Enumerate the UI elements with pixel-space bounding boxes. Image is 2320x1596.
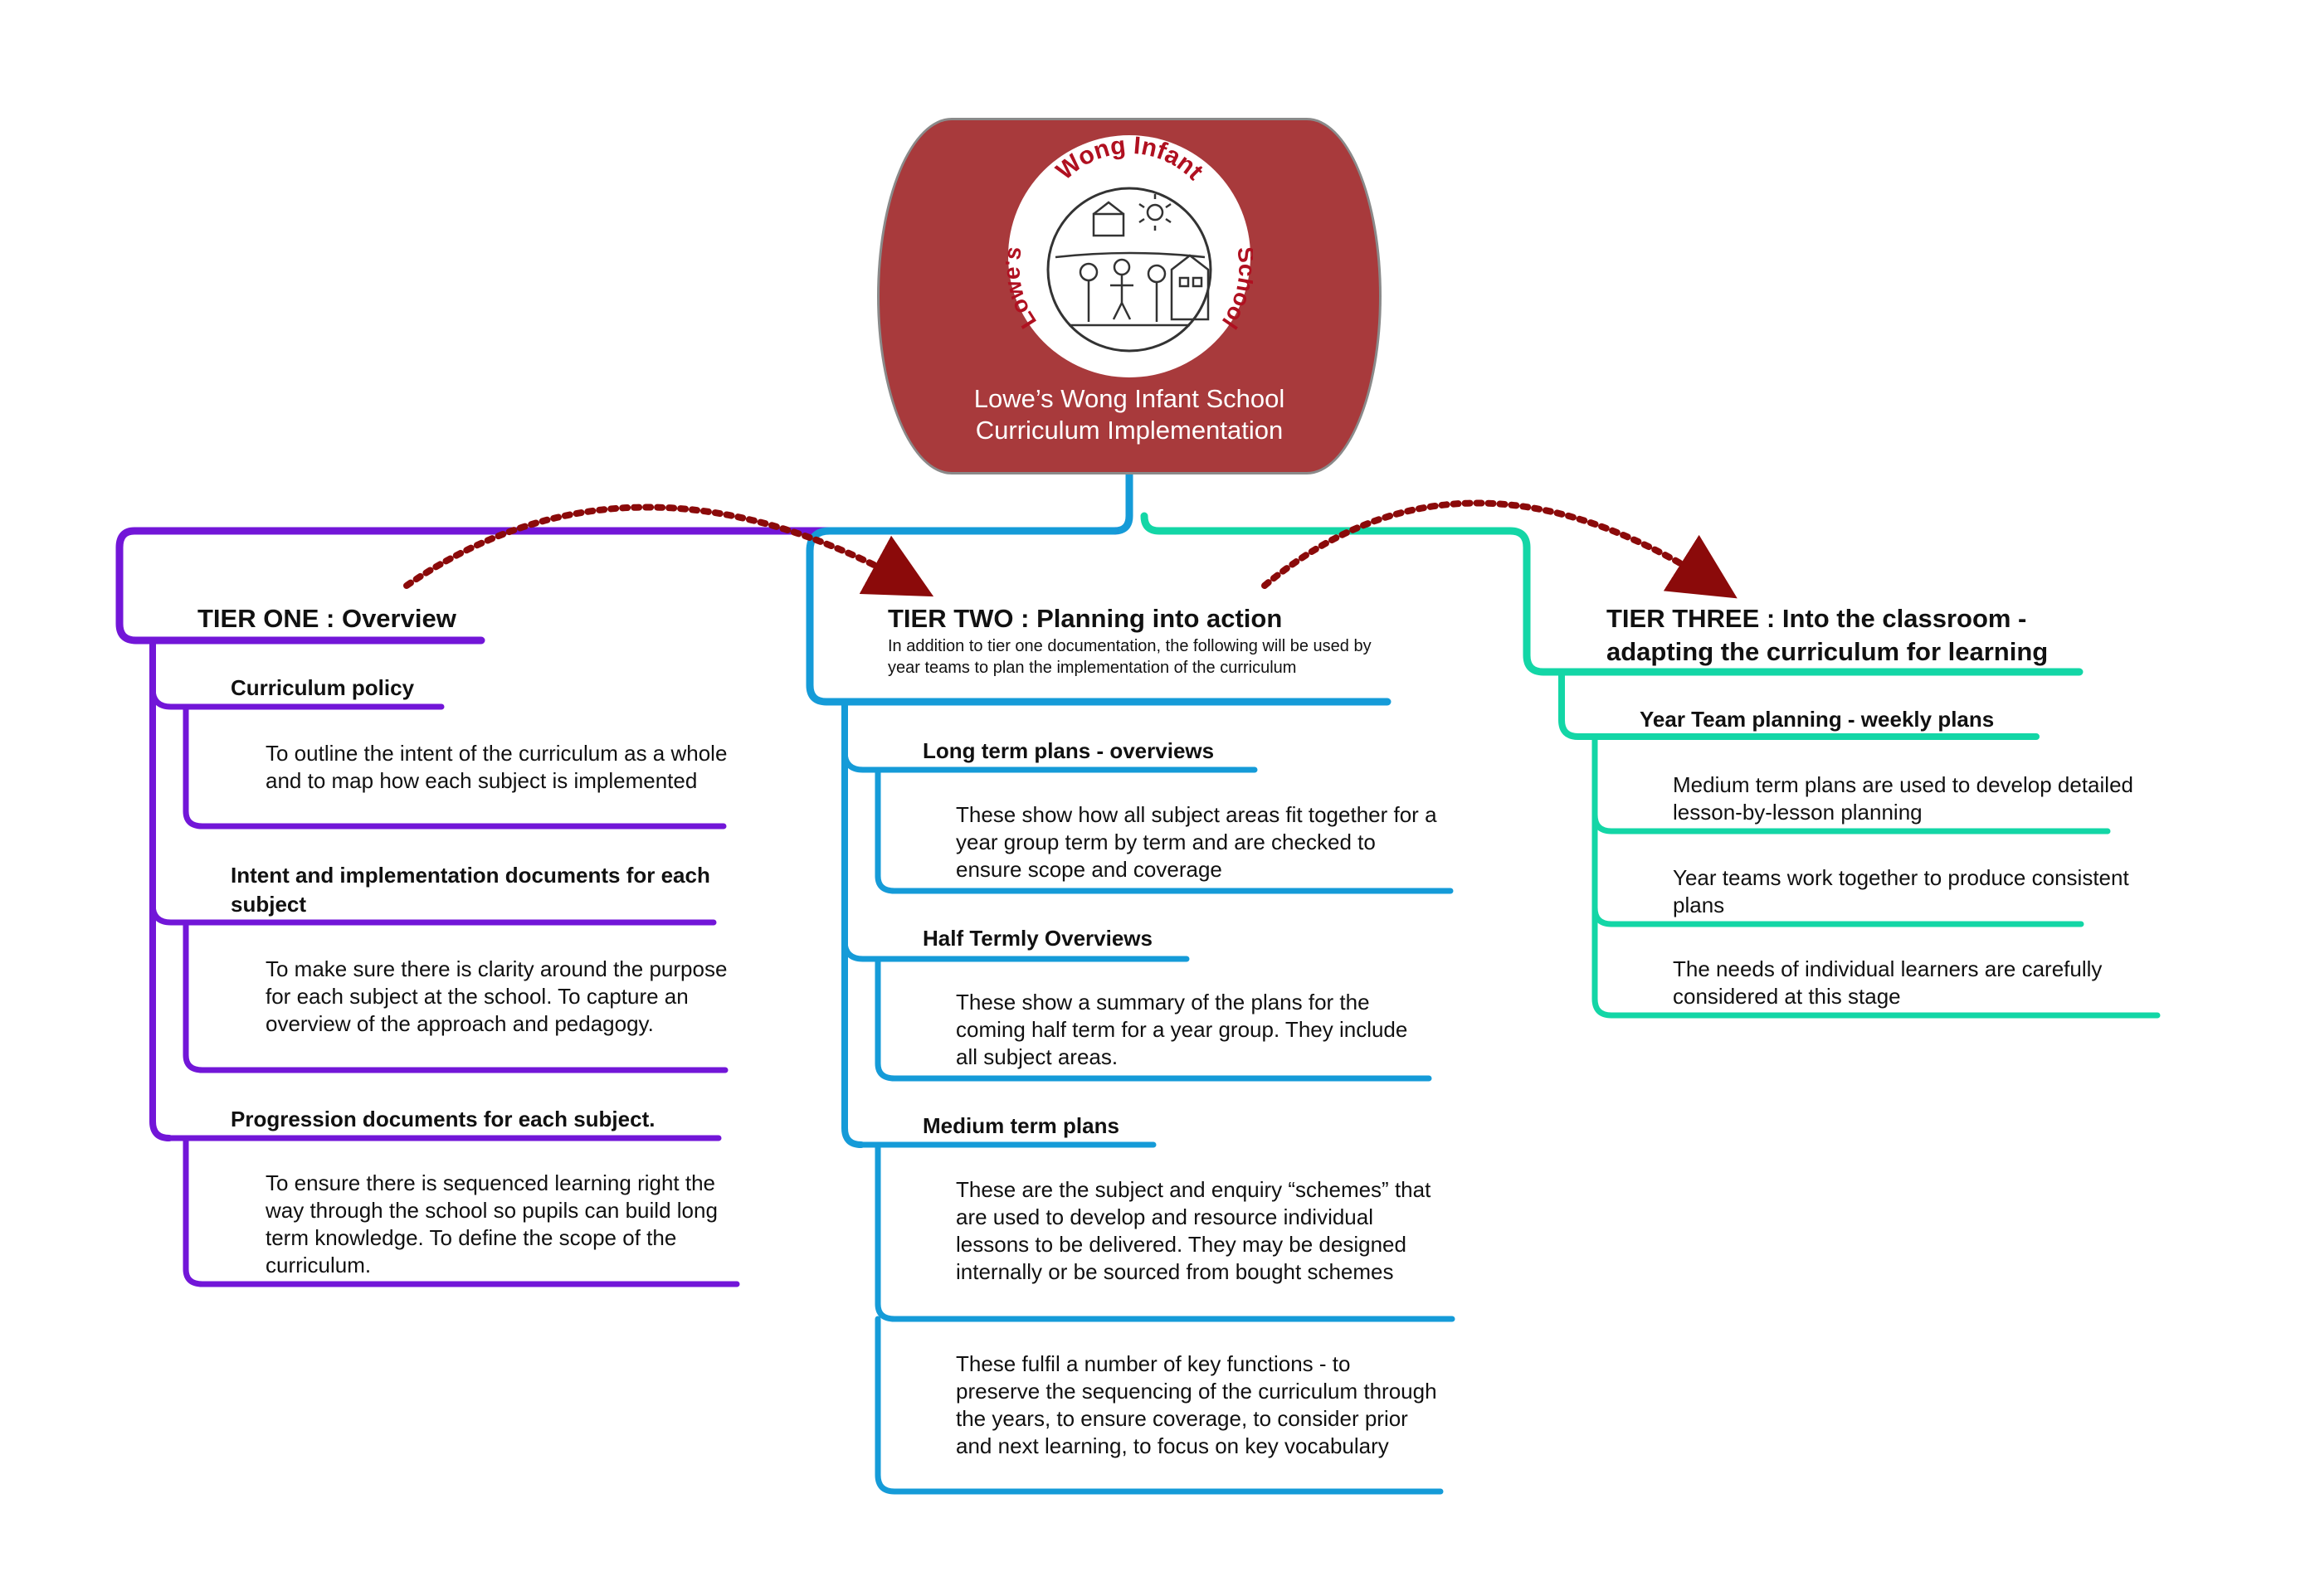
t2-heading2-line <box>841 937 1190 962</box>
t2-heading1-line <box>841 748 1258 773</box>
tier-three-branch <box>1140 512 2084 676</box>
school-logo: Wong Infant Lowe's School <box>1006 133 1253 377</box>
t1-desc-curriculum-policy: To outline the intent of the curriculum … <box>266 741 728 793</box>
t3-heading-year-team: Year Team planning - weekly plans <box>1640 707 1995 732</box>
tier-three-trunk <box>1558 669 2040 740</box>
central-topic-title-line1: Lowe’s Wong Infant School <box>973 384 1285 413</box>
t1-desc-progression: To ensure there is sequenced learning ri… <box>266 1170 718 1277</box>
t2-desc2-line <box>875 956 1432 1082</box>
t1-desc2-line <box>183 919 729 1073</box>
t1-desc-intent-implementation: To make sure there is clarity around the… <box>266 956 728 1036</box>
t1-heading-curriculum-policy: Curriculum policy <box>231 675 415 700</box>
t1-heading1-line <box>149 685 445 710</box>
t2-desc-long-term-plans: These show how all subject areas fit tog… <box>956 802 1437 882</box>
tier-one-title: TIER ONE : Overview <box>197 604 456 633</box>
t3-item2-line <box>1591 904 2084 927</box>
t2-desc-half-termly: These show a summary of the plans for th… <box>956 990 1408 1069</box>
t2-desc-medium-term-schemes: These are the subject and enquiry “schem… <box>956 1177 1431 1284</box>
t1-heading2-line <box>149 901 717 926</box>
t3-item-medium-term: Medium term plans are used to develop de… <box>1673 772 2133 825</box>
tier-two-branch <box>806 527 1392 706</box>
t1-heading-progression: Progression documents for each subject. <box>231 1107 656 1131</box>
t2-desc4-line <box>875 1316 1444 1495</box>
tier-three-title: TIER THREE : Into the classroom - adapti… <box>1606 604 2049 666</box>
tier-two-title: TIER TWO : Planning into action <box>888 604 1283 633</box>
central-topic-title-line2: Curriculum Implementation <box>975 416 1284 445</box>
tier-one-branch <box>115 527 1119 645</box>
t1-desc1-line <box>183 703 727 830</box>
t2-heading-medium-term: Medium term plans <box>923 1113 1119 1138</box>
tier-two-trunk <box>841 698 865 1148</box>
t3-item-year-teams: Year teams work together to produce cons… <box>1673 865 2129 917</box>
tier-one-trunk <box>149 637 173 1141</box>
tier-two-subtitle: In addition to tier one documentation, t… <box>888 637 1372 677</box>
t2-heading-half-termly: Half Termly Overviews <box>923 926 1153 951</box>
t1-desc3-line <box>183 1135 740 1287</box>
arrow-tier-two-to-three <box>1261 499 1738 599</box>
center-stem <box>1110 470 1133 535</box>
t2-desc3-line <box>875 1141 1455 1322</box>
t1-heading-intent-implementation: Intent and implementation documents for … <box>231 863 710 917</box>
t2-desc-medium-term-functions: These fulfil a number of key functions -… <box>956 1351 1437 1458</box>
t3-item-individual-learners: The needs of individual learners are car… <box>1673 956 2103 1009</box>
t3-item-trunk <box>1591 733 2161 1019</box>
t2-heading-long-term-plans: Long term plans - overviews <box>923 738 1215 763</box>
arrow-tier-one-to-two <box>403 504 934 597</box>
t2-desc1-line <box>875 766 1454 894</box>
t3-item1-line <box>1591 811 2111 834</box>
